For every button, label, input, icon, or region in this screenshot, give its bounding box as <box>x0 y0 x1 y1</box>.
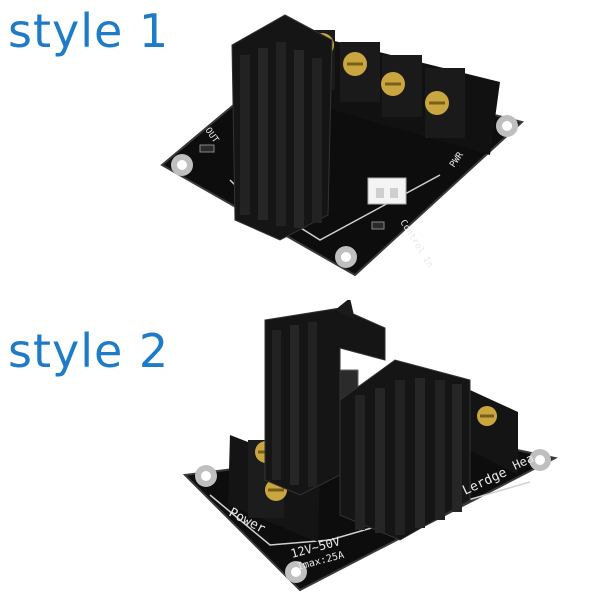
style-1-mosfet-board-image: Control In PWR OUT <box>160 14 525 277</box>
style-1-label: style 1 <box>8 4 170 58</box>
mounting-holes-1 <box>171 115 518 268</box>
style-2-label: style 2 <box>8 324 170 378</box>
heatsink-2 <box>264 300 471 541</box>
silk-control-in: Control In <box>397 218 434 269</box>
control-connector-1 <box>367 177 407 205</box>
mounting-holes-2 <box>195 449 551 583</box>
style-2-mosfet-board-image: Power 12V~50V Imax:25A Lerdge Hea <box>182 300 558 592</box>
heatsink-1 <box>231 14 333 241</box>
